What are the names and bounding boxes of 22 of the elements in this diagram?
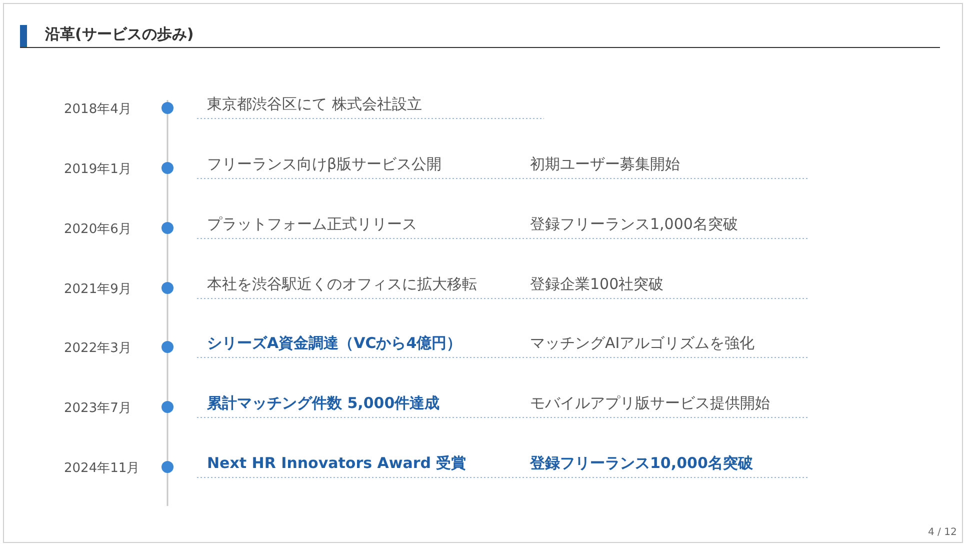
event-text: 登録フリーランス1,000名突破 — [530, 215, 738, 234]
event-text: プラットフォーム正式リリース — [207, 215, 417, 234]
date-label: 2020年6月 — [64, 221, 132, 238]
date-label: 2021年9月 — [64, 281, 132, 298]
slide-title: 沿革(サービスの歩み) — [45, 25, 194, 44]
event-text: 初期ユーザー募集開始 — [530, 155, 680, 174]
date-label: 2023年7月 — [64, 400, 132, 417]
event-text: 累計マッチング件数 5,000件達成 — [207, 394, 440, 413]
event-text: 東京都渋谷区にて 株式会社設立 — [207, 95, 422, 114]
page-number: 4 / 12 — [928, 527, 957, 538]
event-text: シリーズA資金調達（VCから4億円） — [207, 334, 462, 353]
event-text: モバイルアプリ版サービス提供開始 — [530, 394, 770, 413]
date-label: 2018年4月 — [64, 101, 132, 118]
date-label: 2022年3月 — [64, 340, 132, 357]
event-text: 登録企業100社突破 — [530, 275, 664, 294]
event-text: 登録フリーランス10,000名突破 — [530, 454, 753, 473]
event-text: 本社を渋谷駅近くのオフィスに拡大移転 — [207, 275, 477, 294]
event-text: フリーランス向けβ版サービス公開 — [207, 155, 442, 174]
date-label: 2024年11月 — [64, 460, 140, 477]
event-text: Next HR Innovators Award 受賞 — [207, 454, 466, 473]
date-label: 2019年1月 — [64, 161, 132, 178]
event-text: マッチングAIアルゴリズムを強化 — [530, 334, 755, 353]
